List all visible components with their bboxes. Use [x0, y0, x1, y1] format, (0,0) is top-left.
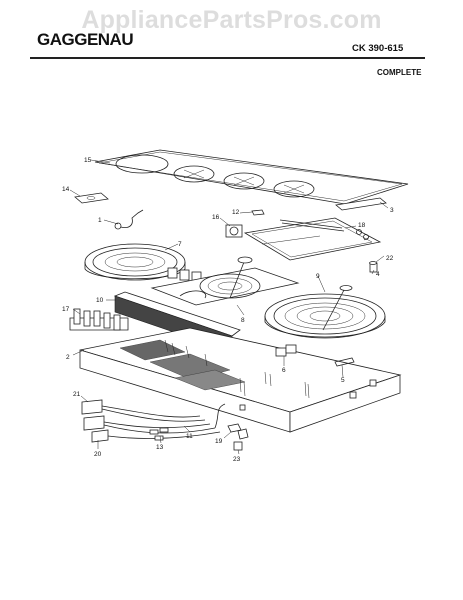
wiring-harness — [81, 399, 226, 443]
heating-element-rectangular — [150, 256, 300, 306]
callout-5: 5 — [341, 377, 345, 384]
callout-numbers: 15 14 1 16 12 18 3 22 4 7 9 10 17 8 2 6 … — [62, 157, 394, 463]
callout-18: 18 — [358, 222, 366, 229]
control-switch-block — [69, 308, 129, 331]
diagram-variant-label: COMPLETE — [377, 68, 422, 77]
callout-leaders — [69, 159, 389, 455]
callout-7: 7 — [178, 241, 182, 248]
callout-1: 1 — [98, 217, 102, 224]
trim-bracket-left — [74, 192, 109, 204]
callout-17: 17 — [62, 306, 70, 313]
sensor-wire — [114, 209, 144, 230]
base-tray — [79, 327, 402, 433]
trim-rail-right — [335, 197, 387, 211]
callout-9: 9 — [316, 273, 320, 280]
callout-2: 2 — [66, 354, 70, 361]
callout-13: 13 — [156, 444, 164, 451]
spacer-post — [369, 261, 378, 273]
callout-20: 20 — [94, 451, 102, 458]
header-rule — [30, 57, 425, 59]
callout-6: 6 — [282, 367, 286, 374]
support-bracket-assembly — [243, 217, 382, 261]
callout-19: 19 — [215, 438, 223, 445]
callout-22: 22 — [386, 255, 394, 262]
switch-component — [225, 224, 243, 238]
brand-logo: GAGGENAU — [37, 30, 134, 49]
callout-14: 14 — [62, 186, 70, 193]
callout-10: 10 — [96, 297, 104, 304]
callout-4: 4 — [376, 271, 380, 278]
wire-connectors — [149, 427, 169, 441]
heating-element-round-small — [84, 243, 202, 283]
callout-16: 16 — [212, 214, 220, 221]
mounting-clips — [227, 423, 249, 451]
callout-8: 8 — [241, 317, 245, 324]
callout-3: 3 — [390, 207, 394, 214]
callout-21: 21 — [73, 391, 81, 398]
clip — [251, 209, 265, 216]
model-number: CK 390-615 — [352, 43, 404, 54]
callout-12: 12 — [232, 209, 240, 216]
glass-cooktop-top — [94, 149, 409, 205]
callout-11: 11 — [186, 433, 193, 440]
callout-23: 23 — [233, 456, 241, 463]
watermark: AppliancePartsPros.com — [81, 6, 382, 34]
heating-element-round-large — [264, 285, 386, 339]
callout-15: 15 — [84, 157, 92, 164]
